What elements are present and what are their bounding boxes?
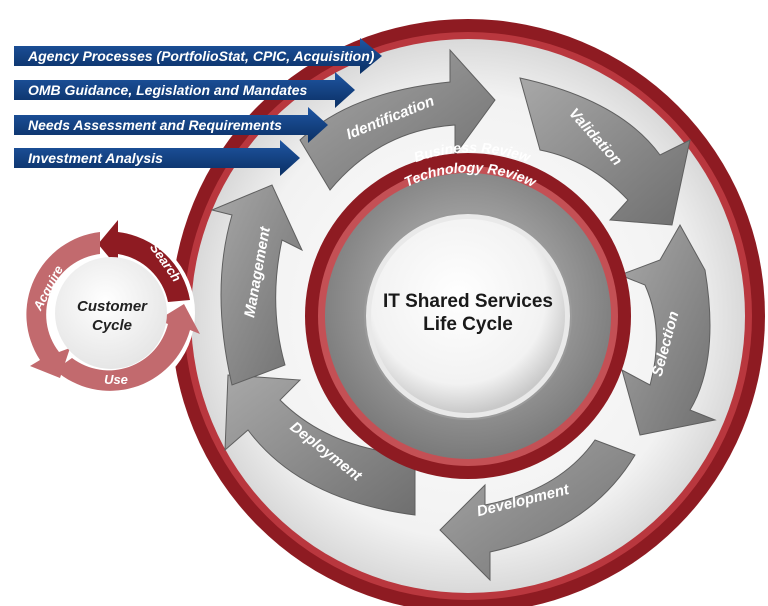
svg-text:Investment Analysis: Investment Analysis	[28, 150, 163, 166]
search-arrow	[98, 220, 190, 302]
svg-text:Needs Assessment and Requireme: Needs Assessment and Requirements	[28, 117, 282, 133]
input-banner-investment-analysis: Investment Analysis	[14, 140, 300, 176]
management-arrow	[210, 184, 304, 386]
identification-arrow	[299, 48, 496, 191]
selection-arrow	[618, 223, 717, 436]
input-banners: Agency Processes (PortfolioStat, CPIC, A…	[14, 38, 382, 176]
input-banner-agency-processes: Agency Processes (PortfolioStat, CPIC, A…	[14, 38, 382, 74]
customer-cycle-title-line1: Customer	[77, 298, 148, 315]
deployment-arrow	[224, 374, 416, 516]
input-banner-needs-assessment: Needs Assessment and Requirements	[14, 107, 328, 143]
customer-cycle-title-line2: Cycle	[92, 317, 132, 334]
acquire-arrow	[26, 232, 100, 378]
center-title-line1: IT Shared Services	[383, 291, 553, 312]
use-label: Use	[104, 372, 128, 387]
validation-arrow	[519, 77, 691, 226]
input-banner-omb-guidance: OMB Guidance, Legislation and Mandates	[14, 72, 355, 108]
customer-engagement-label: Customer Engagement	[391, 0, 561, 16]
svg-text:Agency Processes (PortfolioSta: Agency Processes (PortfolioStat, CPIC, A…	[27, 48, 375, 64]
center-circle	[371, 219, 565, 413]
center-title-line2: Life Cycle	[423, 314, 513, 335]
phase-arrows	[210, 48, 717, 582]
development-arrow	[439, 439, 636, 582]
svg-text:OMB Guidance, Legislation and: OMB Guidance, Legislation and Mandates	[28, 82, 307, 98]
customer-cycle: Search Acquire Use Customer Cycle	[26, 220, 200, 397]
use-arrow	[55, 304, 200, 391]
